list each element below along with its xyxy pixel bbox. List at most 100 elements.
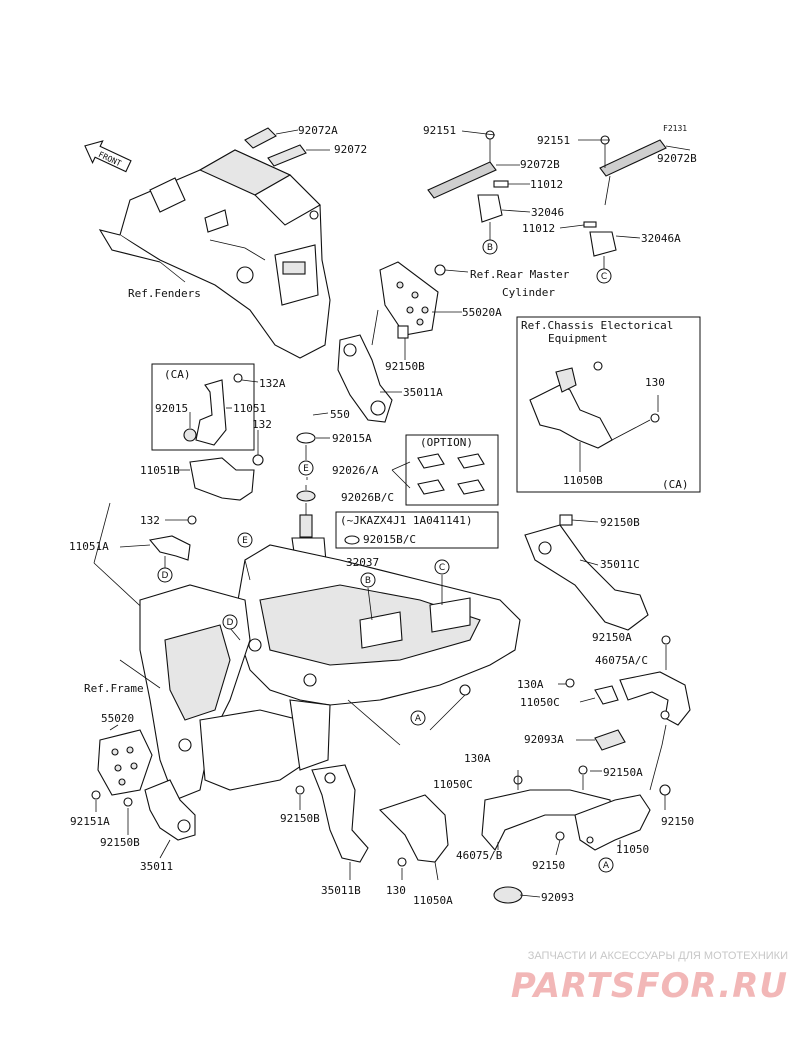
part-11051: 11051 xyxy=(233,402,266,415)
part-55020A: 55020A xyxy=(462,306,502,319)
bracket-11051B xyxy=(178,430,264,501)
watermark-tagline: ЗАПЧАСТИ И АКСЕССУАРЫ ДЛЯ МОТОТЕХНИКИ xyxy=(527,950,788,962)
passenger-bracket-left xyxy=(295,764,369,880)
option-label: (OPTION) xyxy=(420,436,473,449)
ca-label-left: (CA) xyxy=(164,368,191,381)
part-132A: 132A xyxy=(259,377,286,390)
part-92015: 92015 xyxy=(155,402,188,415)
bracket-11050B xyxy=(529,361,660,472)
part-92151-a: 92151 xyxy=(423,124,456,137)
callout-c-frame: C xyxy=(434,559,450,575)
serial-box xyxy=(335,511,499,549)
part-35011B: 35011B xyxy=(321,884,361,897)
ca-box-right xyxy=(516,316,701,493)
part-132-b: 132 xyxy=(140,514,160,527)
part-11012-b: 11012 xyxy=(522,222,555,235)
part-32046: 32046 xyxy=(531,206,564,219)
svg-text:E: E xyxy=(303,464,309,474)
part-92151A: 92151A xyxy=(70,815,110,828)
part-92150B-c: 92150B xyxy=(100,836,140,849)
bracket-11051 xyxy=(183,373,259,446)
part-92150-b: 92150 xyxy=(532,859,565,872)
watermark-brand: PARTSFOR.RU xyxy=(510,966,788,1006)
callout-e-frame: E xyxy=(237,532,253,548)
svg-text:A: A xyxy=(603,861,610,871)
part-92150B-b: 92150B xyxy=(600,516,640,529)
diagram-code: F2131 xyxy=(663,124,687,133)
callout-e-stack: E xyxy=(298,460,314,476)
part-11050A: 11050A xyxy=(413,894,453,907)
ref-chassis-2: Equipment xyxy=(548,332,608,345)
svg-text:C: C xyxy=(601,272,607,282)
callout-c-top: C xyxy=(596,268,612,284)
strap-assembly-c xyxy=(559,135,691,270)
callout-a-frame: A xyxy=(410,710,426,726)
callout-b-frame: B xyxy=(360,572,376,588)
part-92150-a: 92150 xyxy=(661,815,694,828)
ref-chassis-1: Ref.Chassis Electorical xyxy=(521,319,673,332)
part-55020: 55020 xyxy=(101,712,134,725)
part-11012-a: 11012 xyxy=(530,178,563,191)
ref-rear-master-2: Cylinder xyxy=(502,286,555,299)
option-spacers xyxy=(391,453,485,495)
bracket-11050 xyxy=(555,765,671,856)
part-130A-a: 130A xyxy=(517,678,544,691)
ca-label-right: (CA) xyxy=(662,478,689,491)
rear-fender-assembly xyxy=(98,149,331,359)
part-32046A: 32046A xyxy=(641,232,681,245)
part-92072A: 92072A xyxy=(298,124,338,137)
svg-text:C: C xyxy=(439,563,445,573)
callout-b-top: B xyxy=(482,239,498,255)
part-11051A: 11051A xyxy=(69,540,109,553)
ref-frame: Ref.Frame xyxy=(84,682,144,695)
part-11050C-a: 11050C xyxy=(520,696,560,709)
part-92151-b: 92151 xyxy=(537,134,570,147)
part-92026BC: 92026B/C xyxy=(341,491,394,504)
svg-text:D: D xyxy=(227,618,234,628)
part-35011C: 35011C xyxy=(600,558,640,571)
svg-text:B: B xyxy=(365,576,371,586)
grab-rail-46075A xyxy=(558,635,691,791)
part-92015BC: 92015B/C xyxy=(363,533,416,546)
serial-label: (~JKAZX4J1 1A041141) xyxy=(340,514,472,527)
part-130-a: 130 xyxy=(645,376,665,389)
callout-a-bottom: A xyxy=(598,857,614,873)
ref-fenders: Ref.Fenders xyxy=(128,287,201,300)
part-92093: 92093 xyxy=(541,891,574,904)
part-92093A: 92093A xyxy=(524,733,564,746)
ca-box-left xyxy=(151,363,255,451)
passenger-bracket-right xyxy=(524,514,649,631)
main-frame xyxy=(119,477,521,801)
part-92072B-b: 92072B xyxy=(657,152,697,165)
part-92150A-b: 92150A xyxy=(603,766,643,779)
rider-footpeg-bracket-right xyxy=(337,261,469,423)
part-550: 550 xyxy=(330,408,350,421)
svg-text:D: D xyxy=(162,571,169,581)
part-130A-b: 130A xyxy=(464,752,491,765)
pad-92072A xyxy=(244,127,277,149)
part-92072B-a: 92072B xyxy=(520,158,560,171)
part-32037: 32037 xyxy=(346,556,379,569)
option-box xyxy=(405,434,499,506)
part-132-a: 132 xyxy=(252,418,272,431)
part-92015A: 92015A xyxy=(332,432,372,445)
svg-text:A: A xyxy=(415,714,422,724)
part-130-b: 130 xyxy=(386,884,406,897)
part-11050: 11050 xyxy=(616,843,649,856)
strap-assembly-b xyxy=(427,130,531,240)
part-11051B: 11051B xyxy=(140,464,180,477)
bracket-11050A xyxy=(378,794,449,881)
front-arrow-icon: FRONT xyxy=(84,140,132,173)
callout-d-frame: D xyxy=(222,614,238,630)
part-92150B-d: 92150B xyxy=(280,812,320,825)
svg-text:B: B xyxy=(487,243,493,253)
part-35011: 35011 xyxy=(140,860,173,873)
bracket-11051A xyxy=(93,502,197,616)
svg-text:E: E xyxy=(242,536,248,546)
part-46075AC: 46075A/C xyxy=(595,654,648,667)
part-92150B-a: 92150B xyxy=(385,360,425,373)
part-11050C-b: 11050C xyxy=(433,778,473,791)
part-92072: 92072 xyxy=(334,143,367,156)
part-92026A: 92026/A xyxy=(332,464,379,477)
